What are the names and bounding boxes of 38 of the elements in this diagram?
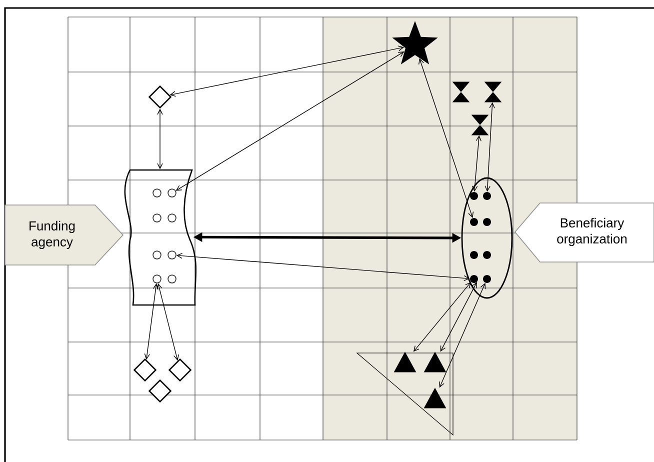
hourglass: [484, 82, 502, 102]
small-circle: [152, 250, 162, 260]
arrow: [176, 52, 404, 191]
dot: [470, 251, 478, 259]
ellipse: [461, 177, 513, 299]
filled-triangle: [424, 388, 446, 408]
dot: [483, 251, 491, 259]
dot: [483, 275, 491, 283]
arrow: [472, 135, 482, 192]
arrow: [418, 58, 474, 218]
small-circle: [152, 188, 162, 198]
filled-triangle: [424, 352, 446, 372]
arrow: [157, 108, 163, 170]
dot: [483, 218, 491, 226]
hourglass: [471, 114, 489, 136]
dot: [470, 192, 478, 200]
star: [392, 21, 438, 64]
dot: [470, 218, 478, 226]
arrow: [440, 282, 477, 352]
filled-triangle: [394, 352, 416, 372]
arrow: [439, 282, 486, 388]
small-circle: [168, 188, 176, 198]
hourglass: [452, 82, 470, 102]
arrow: [413, 282, 472, 352]
arrow: [176, 252, 470, 282]
callout-box: Funding agency: [4, 204, 124, 266]
arrow: [170, 46, 404, 97]
small-circle: [168, 250, 176, 260]
arrow: [156, 283, 179, 361]
small-circle: [152, 214, 162, 222]
small-circle: [168, 214, 176, 222]
scroll-shape: [124, 169, 197, 306]
arrow: [484, 102, 495, 192]
dot: [483, 192, 491, 200]
arrow: [144, 283, 158, 360]
small-circle: [152, 274, 162, 284]
small-circle: [168, 274, 176, 284]
dot: [470, 275, 478, 283]
